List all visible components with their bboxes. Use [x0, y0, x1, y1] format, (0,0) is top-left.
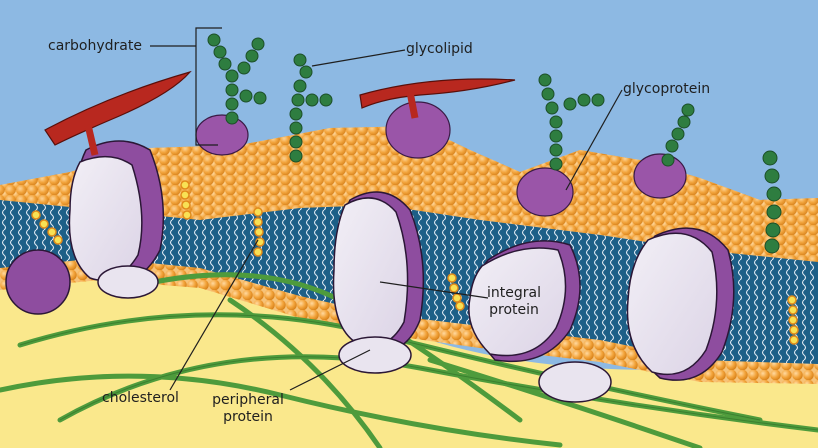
partial-protein-left	[6, 250, 70, 314]
label-integral-protein: integral protein	[484, 285, 544, 319]
glycoprotein-head-2	[634, 154, 686, 198]
label-glycoprotein: glycoprotein	[623, 81, 710, 98]
integral-protein-right	[628, 228, 734, 380]
label-carbohydrate: carbohydrate	[48, 38, 142, 55]
glycolipid-head-2	[386, 102, 450, 158]
label-integral-protein-line1: integral	[484, 285, 544, 302]
label-peripheral-protein-line2: protein	[206, 409, 290, 426]
label-peripheral-protein: peripheral protein	[206, 392, 290, 426]
glycoprotein-head-1	[517, 168, 573, 216]
glycolipid-head-1	[196, 115, 248, 155]
label-peripheral-protein-line1: peripheral	[206, 392, 290, 409]
label-glycolipid: glycolipid	[406, 41, 473, 58]
label-integral-protein-line2: protein	[484, 302, 544, 319]
label-cholesterol: cholesterol	[102, 390, 179, 407]
